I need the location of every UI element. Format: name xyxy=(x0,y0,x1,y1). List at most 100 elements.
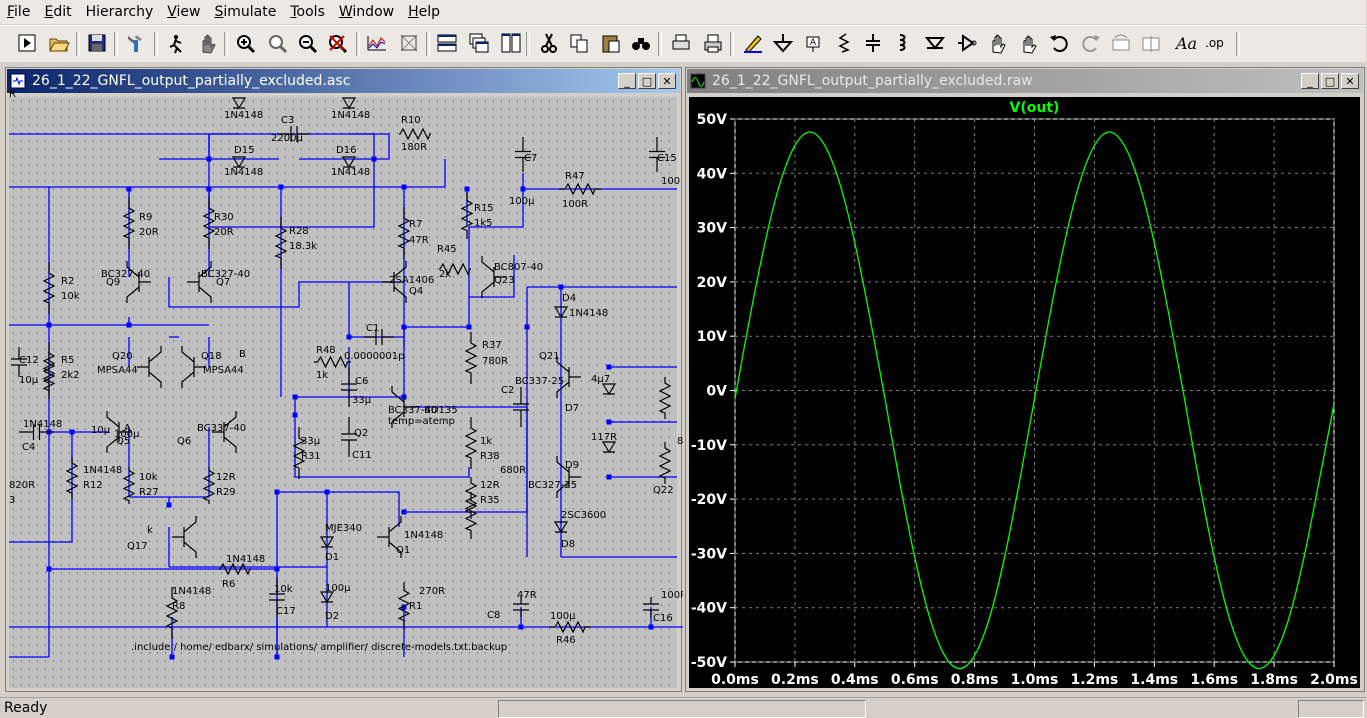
trace-vout[interactable] xyxy=(734,131,1335,670)
schematic-label[interactable]: 10µ xyxy=(91,425,111,436)
schematic-label[interactable]: 1N4148 xyxy=(404,530,443,541)
schematic-label[interactable]: BC337-25 xyxy=(515,376,564,387)
schematic-label[interactable]: temp=atemp xyxy=(388,416,455,427)
schematic-label[interactable]: 2k xyxy=(439,269,451,280)
schematic-label[interactable]: R9 xyxy=(139,212,152,223)
maximize-button[interactable]: □ xyxy=(638,73,656,89)
schematic-label[interactable]: 47R xyxy=(517,590,537,601)
schematic-label[interactable]: R30 xyxy=(214,212,234,223)
component-symbol[interactable] xyxy=(42,352,56,399)
schematic-label[interactable]: BD135 xyxy=(424,405,458,416)
schematic-label[interactable]: 1N4148 xyxy=(226,554,265,565)
diode-icon[interactable] xyxy=(922,30,948,56)
component-symbol[interactable] xyxy=(601,383,617,396)
component-symbol[interactable] xyxy=(559,182,601,196)
schematic-label[interactable]: 100R xyxy=(562,199,588,210)
menu-hierarchy[interactable]: Hierarchy xyxy=(85,4,154,20)
component-symbol[interactable] xyxy=(481,256,506,298)
menu-file[interactable]: File xyxy=(7,4,31,20)
component-symbol[interactable] xyxy=(513,597,529,617)
rotate-icon[interactable] xyxy=(1108,30,1134,56)
component-symbol[interactable] xyxy=(556,456,581,498)
component-symbol[interactable] xyxy=(341,417,357,457)
spectrum-icon[interactable] xyxy=(396,30,422,56)
schematic-label[interactable]: Q6 xyxy=(177,436,191,447)
schematic-label[interactable]: C4 xyxy=(22,442,35,453)
component-symbol[interactable] xyxy=(42,262,56,314)
schematic-label[interactable]: BC327-40 xyxy=(201,269,250,280)
find-icon[interactable] xyxy=(628,30,654,56)
schematic-label[interactable]: 4µ7 xyxy=(591,374,610,385)
schematic-label[interactable]: 1k xyxy=(480,436,492,447)
component-symbol[interactable] xyxy=(643,597,659,617)
schematic-label[interactable]: 12R xyxy=(216,472,236,483)
schematic-label[interactable]: R45 xyxy=(437,244,457,255)
schematic-label[interactable]: R7 xyxy=(409,219,422,230)
schematic-label[interactable]: D16 xyxy=(336,145,356,156)
menu-simulate[interactable]: Simulate xyxy=(214,4,277,20)
resistor-icon[interactable] xyxy=(830,30,856,56)
schematic-label[interactable]: R5 xyxy=(61,355,74,366)
schematic-label[interactable]: 1k5 xyxy=(474,218,493,229)
close-button[interactable]: ✕ xyxy=(658,73,676,89)
schematic-label[interactable]: C11 xyxy=(352,450,372,461)
schematic-label[interactable]: R2 xyxy=(61,276,74,287)
schematic-label[interactable]: 1N4148 xyxy=(172,586,211,597)
schematic-label[interactable]: Q4 xyxy=(409,286,423,297)
schematic-label[interactable]: 100µ xyxy=(509,196,535,207)
menu-help[interactable]: Help xyxy=(408,4,441,20)
schematic-label[interactable]: Q20 xyxy=(112,351,133,362)
component-symbol[interactable] xyxy=(464,417,478,469)
component-symbol[interactable] xyxy=(269,577,285,617)
component-symbol[interactable] xyxy=(556,356,581,398)
schematic-label[interactable]: 270R xyxy=(419,586,445,597)
component-symbol[interactable] xyxy=(391,386,416,428)
schematic-label[interactable]: k xyxy=(147,525,153,536)
component-symbol[interactable] xyxy=(460,192,474,239)
wire[interactable] xyxy=(128,247,404,338)
schematic-titlebar[interactable]: 26_1_22_GNFL_output_partially_excluded.a… xyxy=(7,69,680,93)
schematic-label[interactable]: BC337-40 xyxy=(197,423,246,434)
schematic-label[interactable]: MJE340 xyxy=(325,523,362,534)
component-symbol[interactable] xyxy=(212,411,237,453)
component-symbol[interactable] xyxy=(42,342,56,394)
schematic-label[interactable]: R27 xyxy=(139,487,159,498)
schematic-label[interactable]: C3 xyxy=(281,115,294,126)
run-icon[interactable] xyxy=(14,30,40,56)
schematic-label[interactable]: 100R xyxy=(661,590,687,601)
component-symbol[interactable] xyxy=(341,156,357,169)
schematic-label[interactable]: 1N4148 xyxy=(331,167,370,178)
schematic-label[interactable]: 1N4148 xyxy=(224,110,263,121)
component-symbol[interactable] xyxy=(601,441,617,454)
paste-icon[interactable] xyxy=(598,30,624,56)
schematic-label[interactable]: R8 xyxy=(172,601,185,612)
menu-edit[interactable]: Edit xyxy=(44,4,72,20)
schematic-label[interactable]: 20R xyxy=(214,227,234,238)
menu-view[interactable]: View xyxy=(167,4,201,20)
move-icon[interactable] xyxy=(984,30,1010,56)
maximize-button[interactable]: □ xyxy=(1321,73,1339,89)
plot-window[interactable]: 26_1_22_GNFL_output_partially_excluded.r… xyxy=(683,65,1367,694)
component-symbol[interactable] xyxy=(397,207,411,259)
open-icon[interactable] xyxy=(46,30,72,56)
schematic-label[interactable]: 1N4148 xyxy=(224,167,263,178)
schematic-label[interactable]: 20R xyxy=(139,227,159,238)
print-icon[interactable] xyxy=(700,30,726,56)
component-symbol[interactable] xyxy=(553,306,569,319)
inductor-icon[interactable] xyxy=(890,30,916,56)
schematic-label[interactable]: D15 xyxy=(234,145,254,156)
component-symbol[interactable] xyxy=(122,467,136,504)
schematic-label[interactable]: 0.0000001p xyxy=(344,351,404,362)
zoom-in-icon[interactable] xyxy=(232,30,258,56)
component-symbol[interactable] xyxy=(513,387,529,427)
wire[interactable] xyxy=(9,159,446,658)
schematic-label[interactable]: D2 xyxy=(325,611,339,622)
schematic-label[interactable]: C6 xyxy=(355,376,368,387)
schematic-label[interactable]: Q5 xyxy=(116,436,130,447)
schematic-label[interactable]: C7 xyxy=(524,153,537,164)
schematic-label[interactable]: C2 xyxy=(501,385,514,396)
zoom-out-icon[interactable] xyxy=(294,30,320,56)
component-symbol[interactable] xyxy=(19,424,54,440)
component-symbol[interactable] xyxy=(181,346,206,388)
schematic-label[interactable]: R1 xyxy=(409,601,422,612)
